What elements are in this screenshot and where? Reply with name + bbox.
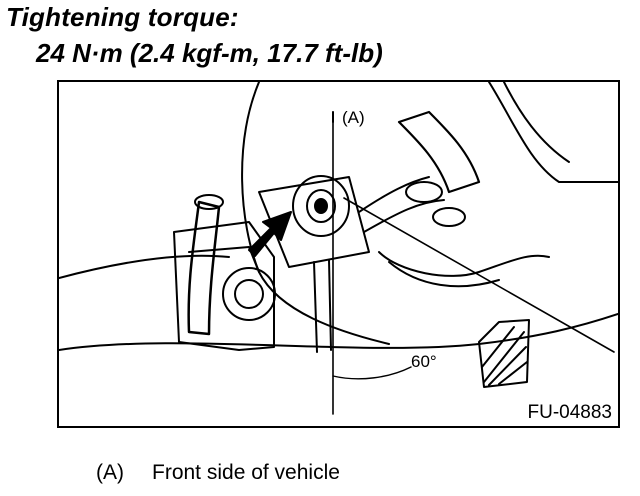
angled-reference-line xyxy=(343,197,615,353)
body-contour-bottom xyxy=(59,313,618,351)
hose-connector xyxy=(397,110,481,194)
right-housing xyxy=(488,82,618,183)
legend-text: Front side of vehicle xyxy=(152,461,340,484)
torque-value: 24 N·m (2.4 kgf-m, 17.7 ft-lb) xyxy=(36,38,383,68)
angle-arc xyxy=(332,366,412,380)
diagram-frame: (A) 60° FU-04883 xyxy=(57,80,620,428)
tighten-arrow xyxy=(248,211,292,257)
legend-key: (A) xyxy=(96,461,124,484)
hand-hatch xyxy=(481,326,528,386)
legend-row: (A) Front side of vehicle xyxy=(96,461,340,485)
lower-bolt-inner xyxy=(234,279,264,309)
support-post xyxy=(313,259,332,353)
right-housing-inner xyxy=(503,82,570,163)
pump-body xyxy=(258,176,370,268)
pump-port-outer xyxy=(292,175,350,237)
engine-illustration xyxy=(59,82,618,415)
hose-left-end xyxy=(194,194,224,210)
pump-port-core xyxy=(314,198,328,214)
cable-loop xyxy=(378,251,550,277)
torque-heading: Tightening torque: xyxy=(6,2,239,32)
hose-left xyxy=(187,200,221,336)
hand-outline xyxy=(478,319,530,388)
ground-curve xyxy=(59,254,230,279)
clamp-2 xyxy=(432,207,466,227)
cable-loop-2 xyxy=(388,261,500,288)
clamp-1 xyxy=(405,181,443,203)
figure-code: FU-04883 xyxy=(527,402,613,423)
hose-tube xyxy=(358,176,445,233)
pump-port-inner xyxy=(306,189,336,223)
lower-bolt xyxy=(222,267,276,321)
bracket-detail xyxy=(188,246,260,273)
label-a: (A) xyxy=(342,108,365,127)
angle-label: 60° xyxy=(411,352,437,371)
bracket-block xyxy=(173,221,275,351)
